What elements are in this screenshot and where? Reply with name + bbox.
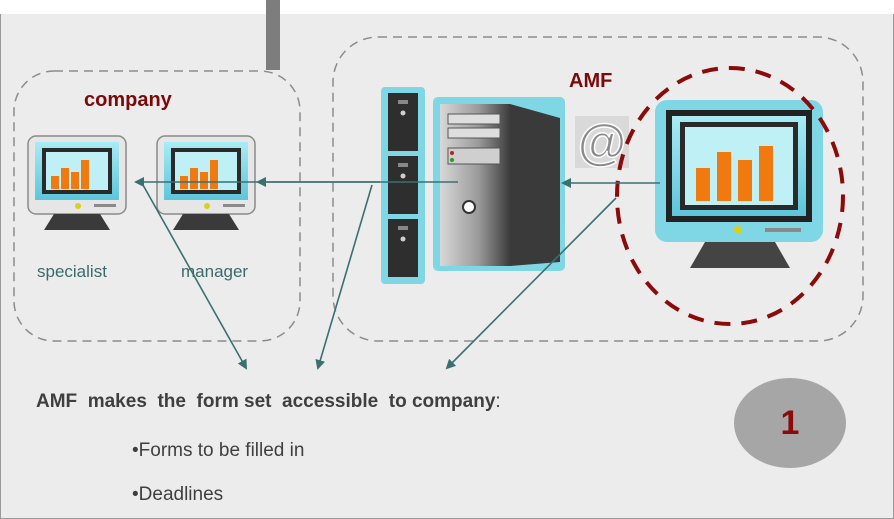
bullet-item: •Forms to be filled in [132, 440, 304, 462]
statement-word: makes [87, 391, 147, 412]
arrow-specialist-to-statement [142, 184, 247, 370]
statement-word: to [388, 391, 407, 412]
bullet-mark: • [132, 484, 139, 505]
email-at-icon: @ [575, 113, 629, 171]
company-group-box [13, 70, 301, 342]
specialist-monitor-icon [27, 135, 127, 230]
arrow-amf-to-statement [445, 197, 617, 370]
statement-word: company [411, 391, 496, 412]
statement-word: form set [196, 391, 272, 412]
statement-word: the [157, 391, 186, 412]
server-rack-icon [381, 87, 425, 284]
step-number-badge: 1 [734, 378, 846, 468]
bullet-text: Deadlines [138, 484, 224, 505]
bullet-item: •Deadlines [132, 484, 223, 506]
computer-tower-icon [433, 97, 565, 271]
statement-word: accessible [282, 391, 379, 412]
amf-group-title: AMF [569, 70, 613, 92]
statement-subject: AMF [36, 391, 78, 412]
manager-monitor-icon [156, 135, 256, 230]
statement-colon: : [495, 391, 501, 412]
connector-bar [266, 0, 280, 70]
bullet-text: Forms to be filled in [138, 440, 305, 461]
arrow-server-to-statement [315, 184, 373, 370]
amf-group-box [332, 36, 864, 342]
manager-label: manager [181, 262, 249, 281]
company-group-title: company [84, 89, 172, 111]
statement-text: AMF makes the form set accessible to com… [36, 391, 501, 413]
svg-text:@: @ [578, 114, 627, 170]
amf-highlight-circle [615, 66, 845, 326]
amf-monitor-icon [655, 100, 823, 268]
specialist-label: specialist [37, 262, 107, 281]
bullet-mark: • [132, 440, 139, 461]
top-strip [0, 0, 894, 14]
